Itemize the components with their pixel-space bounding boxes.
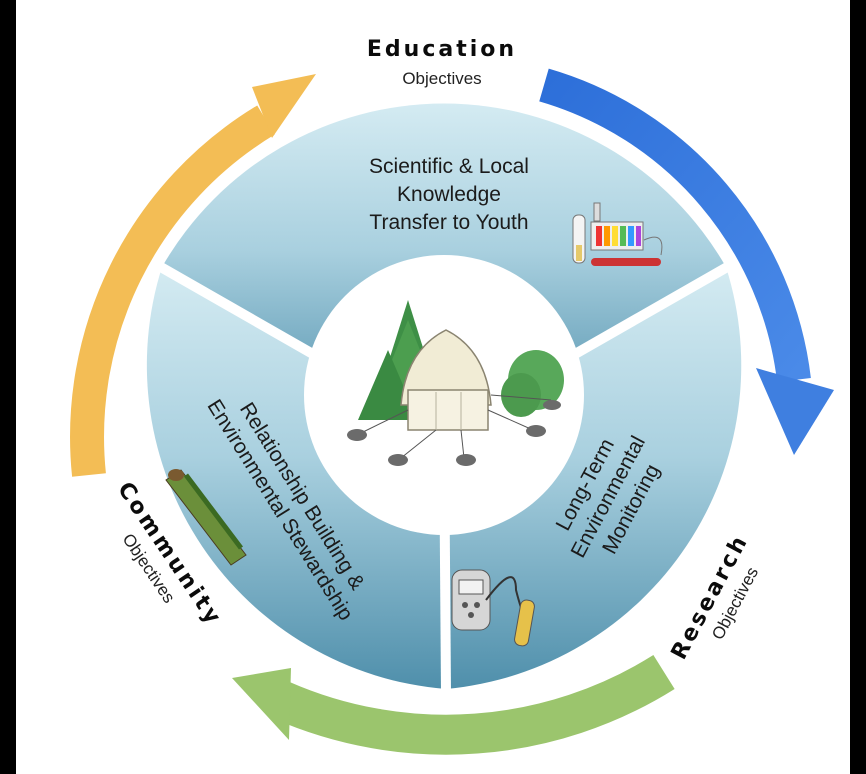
education-subtitle: Objectives — [402, 69, 481, 88]
segment-top-line: Knowledge — [397, 183, 501, 206]
community-arrow — [70, 74, 316, 477]
moss-log-icon — [165, 469, 247, 566]
segment-top-text: Scientific & Local Knowledge Transfer to… — [369, 155, 529, 234]
diagram-background: Education Objectives Research Objectives… — [16, 0, 850, 774]
segment-top-line: Transfer to Youth — [369, 211, 528, 234]
segment-top-line: Scientific & Local — [369, 155, 529, 178]
segment-ring — [146, 103, 742, 696]
segment-left — [146, 267, 446, 689]
education-arrow — [539, 68, 834, 455]
segment-right — [444, 267, 742, 689]
tent-with-trees-icon — [347, 300, 564, 466]
objectives-cycle-diagram: Education Objectives Research Objectives… — [70, 37, 834, 755]
water-meter-probe-icon — [451, 569, 535, 647]
education-title: Education — [367, 37, 517, 62]
research-arrow — [232, 655, 675, 755]
test-kit-icon — [572, 202, 663, 266]
